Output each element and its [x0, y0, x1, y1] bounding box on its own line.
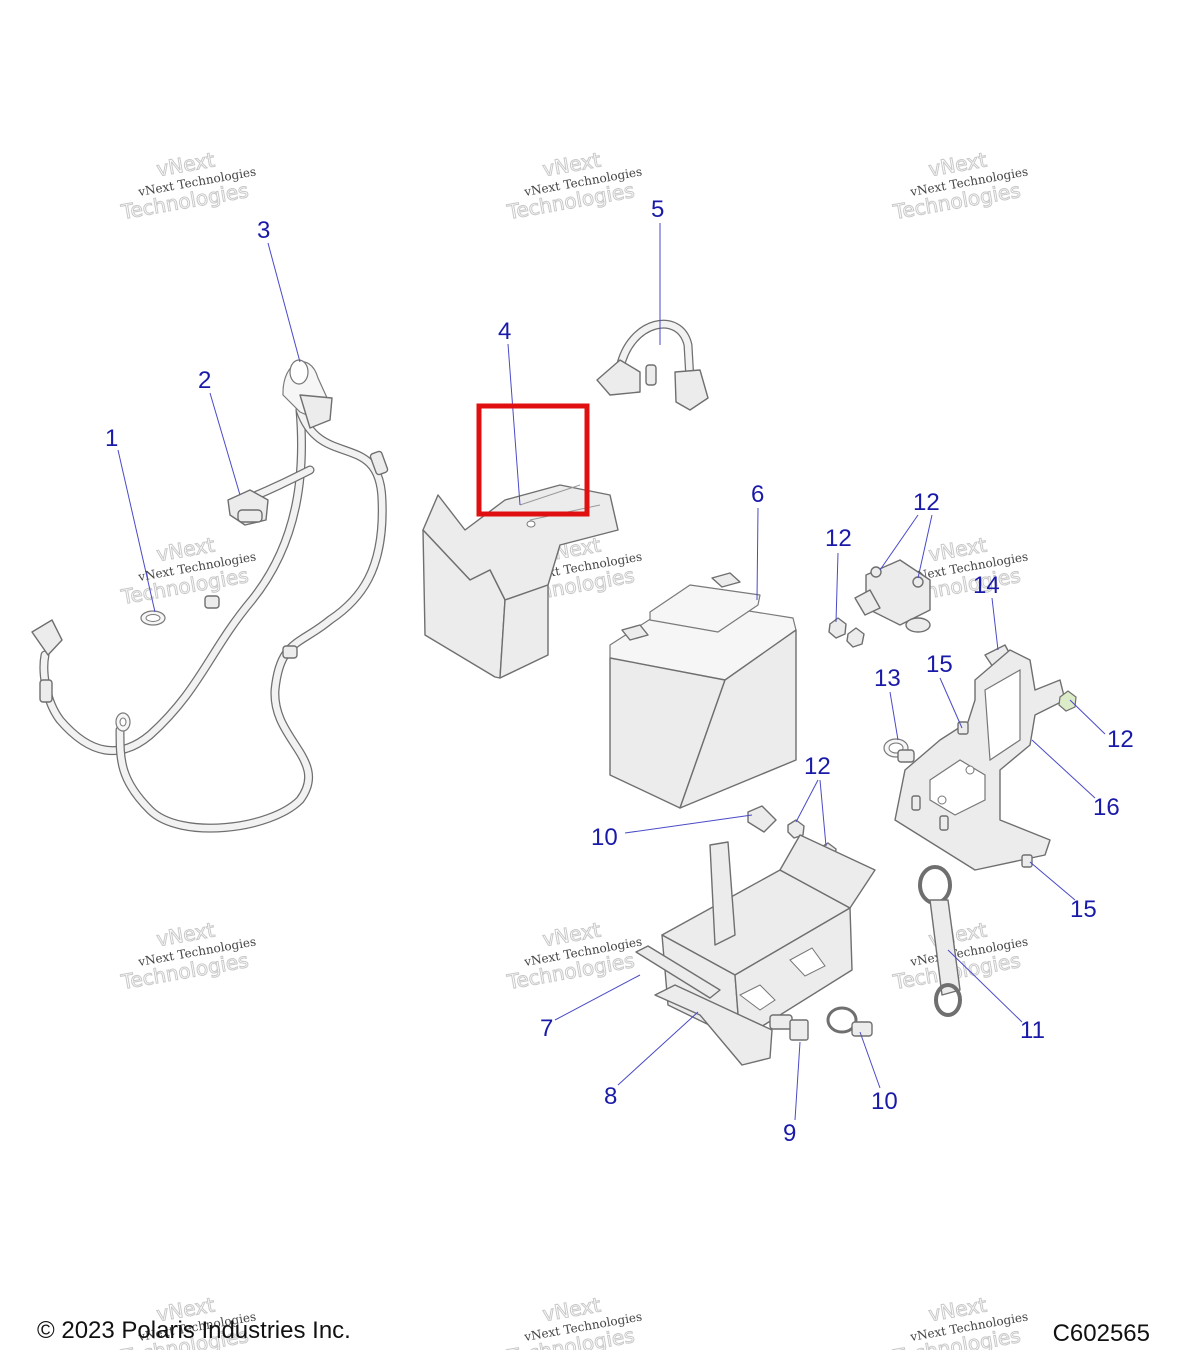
- callout-12c: 12: [1107, 726, 1134, 753]
- callout-9: 9: [783, 1120, 796, 1147]
- callout-10b: 10: [871, 1088, 898, 1115]
- watermark: vNext vNext Technologies Technologies: [118, 917, 257, 995]
- part-7-8-battery-tray: [635, 834, 876, 1066]
- watermark: vNext vNext Technologies Technologies: [118, 1292, 257, 1350]
- callout-13: 13: [874, 665, 901, 692]
- callout-1: 1: [105, 425, 118, 452]
- part-1-clip: [140, 610, 166, 626]
- leader-lines: [117, 223, 1106, 1121]
- callout-12a: 12: [825, 525, 852, 552]
- watermark: vNext vNext Technologies Technologies: [504, 147, 643, 225]
- copyright-text: © 2023 Polaris Industries Inc.: [37, 1317, 351, 1344]
- callout-12b: 12: [913, 489, 940, 516]
- callouts: 1 2 3 4 5 6 12 12 14 15 13 12 16 12 10 1…: [105, 196, 1134, 1147]
- watermark: vNext vNext Technologies Technologies: [118, 147, 257, 225]
- callout-10a: 10: [591, 824, 618, 851]
- part-2-clamp: [227, 489, 269, 526]
- callout-3: 3: [257, 217, 270, 244]
- watermark: vNext vNext Technologies Technologies: [118, 532, 257, 610]
- drawing-code: C602565: [1053, 1320, 1150, 1347]
- part-12-nuts: [828, 617, 865, 648]
- part-12-solenoid: [854, 559, 931, 633]
- callout-15a: 15: [926, 651, 953, 678]
- callout-16: 16: [1093, 794, 1120, 821]
- callout-11: 11: [1020, 1017, 1045, 1044]
- part-16-bracket: [894, 649, 1066, 871]
- watermark: vNext vNext Technologies Technologies: [504, 917, 643, 995]
- callout-2: 2: [198, 367, 211, 394]
- part-10-clip-upper: [747, 805, 777, 833]
- part-10-clip-lower: [826, 1006, 873, 1037]
- callout-15b: 15: [1070, 896, 1097, 923]
- callout-8: 8: [604, 1083, 617, 1110]
- watermarks: vNext vNext Technologies Technologies vN…: [118, 147, 1029, 1350]
- part-9-bolt: [769, 1014, 809, 1041]
- callout-14: 14: [973, 572, 1000, 599]
- part-5-battery-cable: [596, 319, 709, 411]
- part-12-nut-right: [1058, 690, 1077, 712]
- watermark: vNext vNext Technologies Technologies: [504, 1292, 643, 1350]
- footer: © 2023 Polaris Industries Inc. C602565: [37, 1317, 1150, 1347]
- callout-7: 7: [540, 1015, 553, 1042]
- callout-5: 5: [651, 196, 664, 223]
- part-3-cable: [31, 359, 389, 833]
- watermark: vNext vNext Technologies Technologies: [890, 147, 1029, 225]
- callout-12d: 12: [804, 753, 831, 780]
- part-13-clamp: [883, 738, 915, 763]
- callout-6: 6: [751, 481, 764, 508]
- callout-4: 4: [498, 318, 511, 345]
- highlight-box: [476, 403, 590, 517]
- watermark: vNext vNext Technologies Technologies: [890, 1292, 1029, 1350]
- part-11-strap: [918, 865, 962, 1017]
- part-6-battery: [609, 572, 797, 809]
